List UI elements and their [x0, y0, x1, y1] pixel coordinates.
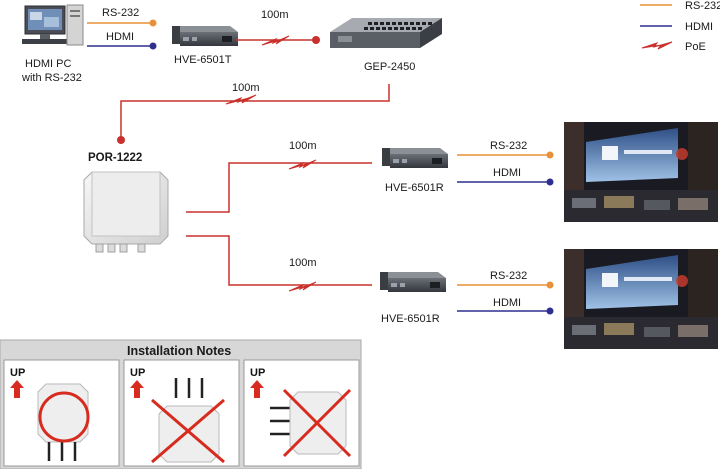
pc-rs232-label: RS-232	[102, 7, 139, 19]
pc-hdmi-connector	[149, 42, 157, 50]
pc-hdmi-label: HDMI	[106, 31, 134, 43]
note-up-label-1: UP	[10, 367, 25, 379]
rx-top-hdmi-connector	[546, 178, 554, 186]
tx-switch-distance-label: 100m	[261, 9, 289, 21]
rx-top-hdmi-label: HDMI	[493, 167, 521, 179]
enclosure-device-icon	[83, 171, 169, 253]
legend-poe-label: PoE	[685, 41, 706, 53]
enclosure-label: POR-1222	[88, 152, 142, 164]
installation-notes-panel: Installation Notes UP UP UP	[0, 339, 362, 469]
receiver-top-label: HVE-6501R	[385, 182, 444, 194]
note-up-arrow-icon-1	[10, 380, 24, 398]
switch-enclosure-poe-bolt-icon	[225, 94, 257, 105]
note-up-arrow-icon-3	[250, 380, 264, 398]
enclosure-rx-bottom-distance-label: 100m	[289, 257, 317, 269]
switch-enclosure-poe-connector	[117, 136, 125, 144]
switch-enclosure-poe-link	[120, 84, 390, 138]
switch-label: GEP-2450	[364, 61, 415, 73]
pc-icon	[22, 4, 84, 46]
display-photo-bottom	[564, 249, 718, 349]
enclosure-rx-top-poe-link	[186, 162, 372, 213]
tx-switch-poe-connector	[312, 36, 320, 44]
enclosure-rx-bottom-poe-link	[186, 235, 372, 286]
note-wrong-x-icon-1	[151, 398, 225, 464]
rx-bottom-rs232-connector	[546, 281, 554, 289]
enclosure-rx-bottom-poe-bolt-icon	[288, 281, 317, 292]
rx-top-rs232-label: RS-232	[490, 140, 527, 152]
transmitter-label: HVE-6501T	[174, 54, 232, 66]
note-up-label-3: UP	[250, 367, 265, 379]
note-cables-up-icon	[174, 378, 204, 398]
receiver-bottom-device-icon	[380, 272, 446, 292]
legend-hdmi-label: HDMI	[685, 21, 713, 33]
note-cables-side-icon	[270, 406, 290, 436]
rx-bottom-rs232-label: RS-232	[490, 270, 527, 282]
display-photo-top	[564, 122, 718, 222]
legend-rs232-label: RS-232	[685, 0, 720, 12]
installation-notes-title: Installation Notes	[127, 344, 231, 358]
receiver-top-device-icon	[382, 148, 448, 168]
note-up-label-2: UP	[130, 367, 145, 379]
rx-bottom-hdmi-label: HDMI	[493, 297, 521, 309]
receiver-bottom-label: HVE-6501R	[381, 313, 440, 325]
rx-top-rs232-connector	[546, 151, 554, 159]
pc-rs232-connector	[149, 19, 157, 27]
transmitter-device-icon	[172, 26, 238, 46]
note-wrong-x-icon-2	[282, 388, 352, 458]
tx-switch-poe-bolt-icon	[261, 35, 290, 46]
note-up-arrow-icon-2	[130, 380, 144, 398]
legend-poe-bolt-icon	[641, 41, 673, 50]
legend: RS-232 HDMI PoE	[640, 0, 720, 53]
pc-label-line2: with RS-232	[21, 72, 82, 84]
enclosure-rx-top-distance-label: 100m	[289, 140, 317, 152]
switch-enclosure-distance-label: 100m	[232, 82, 260, 94]
rx-bottom-hdmi-connector	[546, 307, 554, 315]
note-cables-down-icon	[47, 442, 77, 461]
note-correct-circle-icon	[38, 391, 90, 443]
pc-label-line1: HDMI PC	[25, 58, 72, 70]
switch-device-icon	[330, 18, 442, 48]
enclosure-rx-top-poe-bolt-icon	[288, 159, 317, 170]
